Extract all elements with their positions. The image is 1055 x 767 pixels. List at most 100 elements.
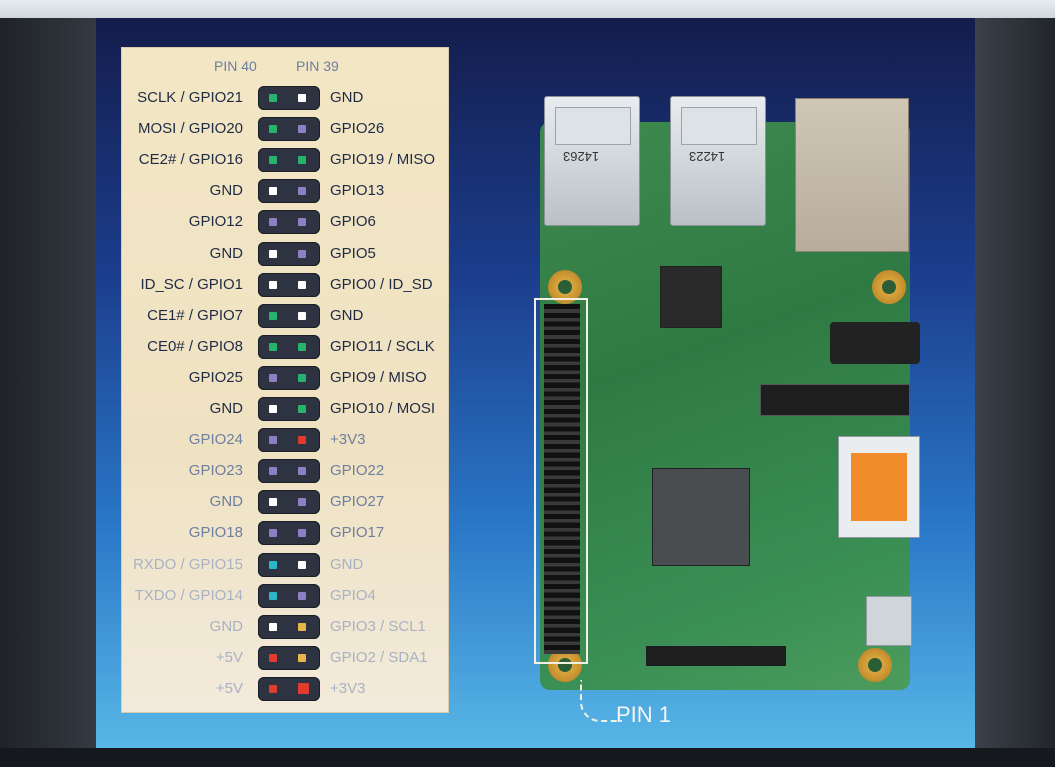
pin-marker <box>298 560 306 569</box>
pin-pair <box>258 397 320 421</box>
mount-hole <box>858 648 892 682</box>
pin-label-right: +3V3 <box>330 679 366 697</box>
pin-label-right: GPIO26 <box>330 120 385 138</box>
pin-marker <box>269 280 277 289</box>
pin-marker <box>269 218 277 227</box>
pin-label-left: GPIO24 <box>188 431 243 449</box>
pin-label-right: GPIO0 / ID_SD <box>330 275 433 293</box>
pin-pair <box>258 583 320 608</box>
hdmi-port <box>838 436 920 538</box>
pin-marker <box>298 591 306 600</box>
pin-pair <box>258 272 320 297</box>
pin-pair <box>258 117 320 142</box>
pin-marker <box>269 684 277 693</box>
pin-label-right: GPIO4 <box>330 586 376 604</box>
pin-marker <box>298 467 306 476</box>
pin-marker <box>298 249 306 258</box>
pin-label-right: GPIO5 <box>330 244 376 262</box>
pin-label-right: GPIO2 / SDA1 <box>330 648 428 666</box>
pin-marker <box>298 436 306 445</box>
pin-marker <box>269 187 277 196</box>
pin-marker <box>298 311 306 320</box>
pin-label-right: GPIO3 / SCL1 <box>330 617 426 635</box>
pin-marker <box>269 622 277 631</box>
pin-marker <box>298 342 306 351</box>
pin-label-right: GPIO10 / MOSI <box>330 400 436 417</box>
pin-marker <box>269 125 277 134</box>
camera-connector <box>760 384 910 416</box>
pin-marker <box>269 156 277 165</box>
pin-marker <box>269 436 277 445</box>
display-connector <box>646 646 786 666</box>
pin-marker <box>298 373 306 382</box>
pin-label-right: GPIO17 <box>330 524 385 542</box>
pin-marker <box>298 622 306 631</box>
pin-pair <box>258 210 320 235</box>
pin-marker <box>269 498 277 507</box>
pin-1-pointer <box>580 680 622 722</box>
pin-marker <box>269 311 277 320</box>
pin-marker <box>298 94 306 102</box>
pin-marker <box>298 498 306 507</box>
pin-pair <box>258 676 320 701</box>
pin-marker <box>298 529 306 538</box>
pin-marker <box>298 405 306 413</box>
pin-pair <box>258 521 320 546</box>
monitor-left-frame <box>0 18 96 748</box>
pin-label-right: GPIO9 / MISO <box>330 368 427 386</box>
pin-pair <box>258 86 320 110</box>
pin-pair <box>258 334 320 359</box>
pin-label-right: GPIO27 <box>330 493 385 511</box>
pin-pair <box>258 148 320 173</box>
pin-pair <box>258 241 320 266</box>
pin-label-left: CE2# / GPIO16 <box>138 151 243 169</box>
pin-label-right: GND <box>330 306 364 324</box>
pin-pair <box>258 490 320 515</box>
pin-label-left: GND <box>209 182 243 200</box>
pin-marker <box>269 342 277 351</box>
audio-jack <box>830 322 920 364</box>
pin-marker <box>298 187 306 196</box>
pin-marker <box>298 682 309 694</box>
micro-usb-power-port <box>866 596 912 646</box>
pin-label-left: GPIO23 <box>188 462 243 480</box>
pin-marker <box>269 405 277 413</box>
pin-label-left: CE0# / GPIO8 <box>147 337 243 355</box>
pin-label-right: GND <box>330 89 364 106</box>
pin-pair <box>258 303 320 328</box>
pin-label-right: +3V3 <box>330 431 366 449</box>
lan-chip <box>660 266 722 328</box>
pin-marker <box>269 373 277 382</box>
pin-label-right: GPIO19 / MISO <box>330 151 436 169</box>
pin-label-left: GND <box>209 400 243 417</box>
pin-label-left: ID_SC / GPIO1 <box>140 275 243 293</box>
pin-label-right: GPIO13 <box>330 182 385 200</box>
pin-marker <box>298 218 306 227</box>
pin-label-left: +5V <box>215 648 243 666</box>
pin-label-right: GPIO11 / SCLK <box>330 337 435 355</box>
pin-marker <box>269 653 277 662</box>
usb-port-2-label: 14223 <box>689 149 726 164</box>
pin-marker <box>269 591 277 600</box>
pin-pair <box>258 645 320 670</box>
pin-label-left: GPIO25 <box>188 368 243 386</box>
usb-port-1-label: 14263 <box>563 149 600 164</box>
ethernet-port <box>795 98 909 252</box>
mount-hole <box>872 270 906 304</box>
gpio-header-outline <box>534 298 588 664</box>
pin-label-right: GPIO22 <box>330 462 385 480</box>
pin-label-left: RXDO / GPIO15 <box>132 555 243 573</box>
pin-marker <box>298 125 306 134</box>
pin-marker <box>298 653 306 662</box>
pin-label-left: GPIO12 <box>188 213 243 231</box>
pin-marker <box>269 467 277 476</box>
pin-marker <box>269 249 277 258</box>
monitor-top-bezel <box>0 0 1055 18</box>
pin-label-left: SCLK / GPIO21 <box>137 89 243 106</box>
usb-port-1: 14263 <box>544 96 640 226</box>
pin-pair <box>258 459 320 484</box>
pin-marker <box>269 529 277 538</box>
pin-label-right: GPIO6 <box>330 213 376 231</box>
pin-label-left: +5V <box>215 679 243 697</box>
pin-pair <box>258 552 320 577</box>
